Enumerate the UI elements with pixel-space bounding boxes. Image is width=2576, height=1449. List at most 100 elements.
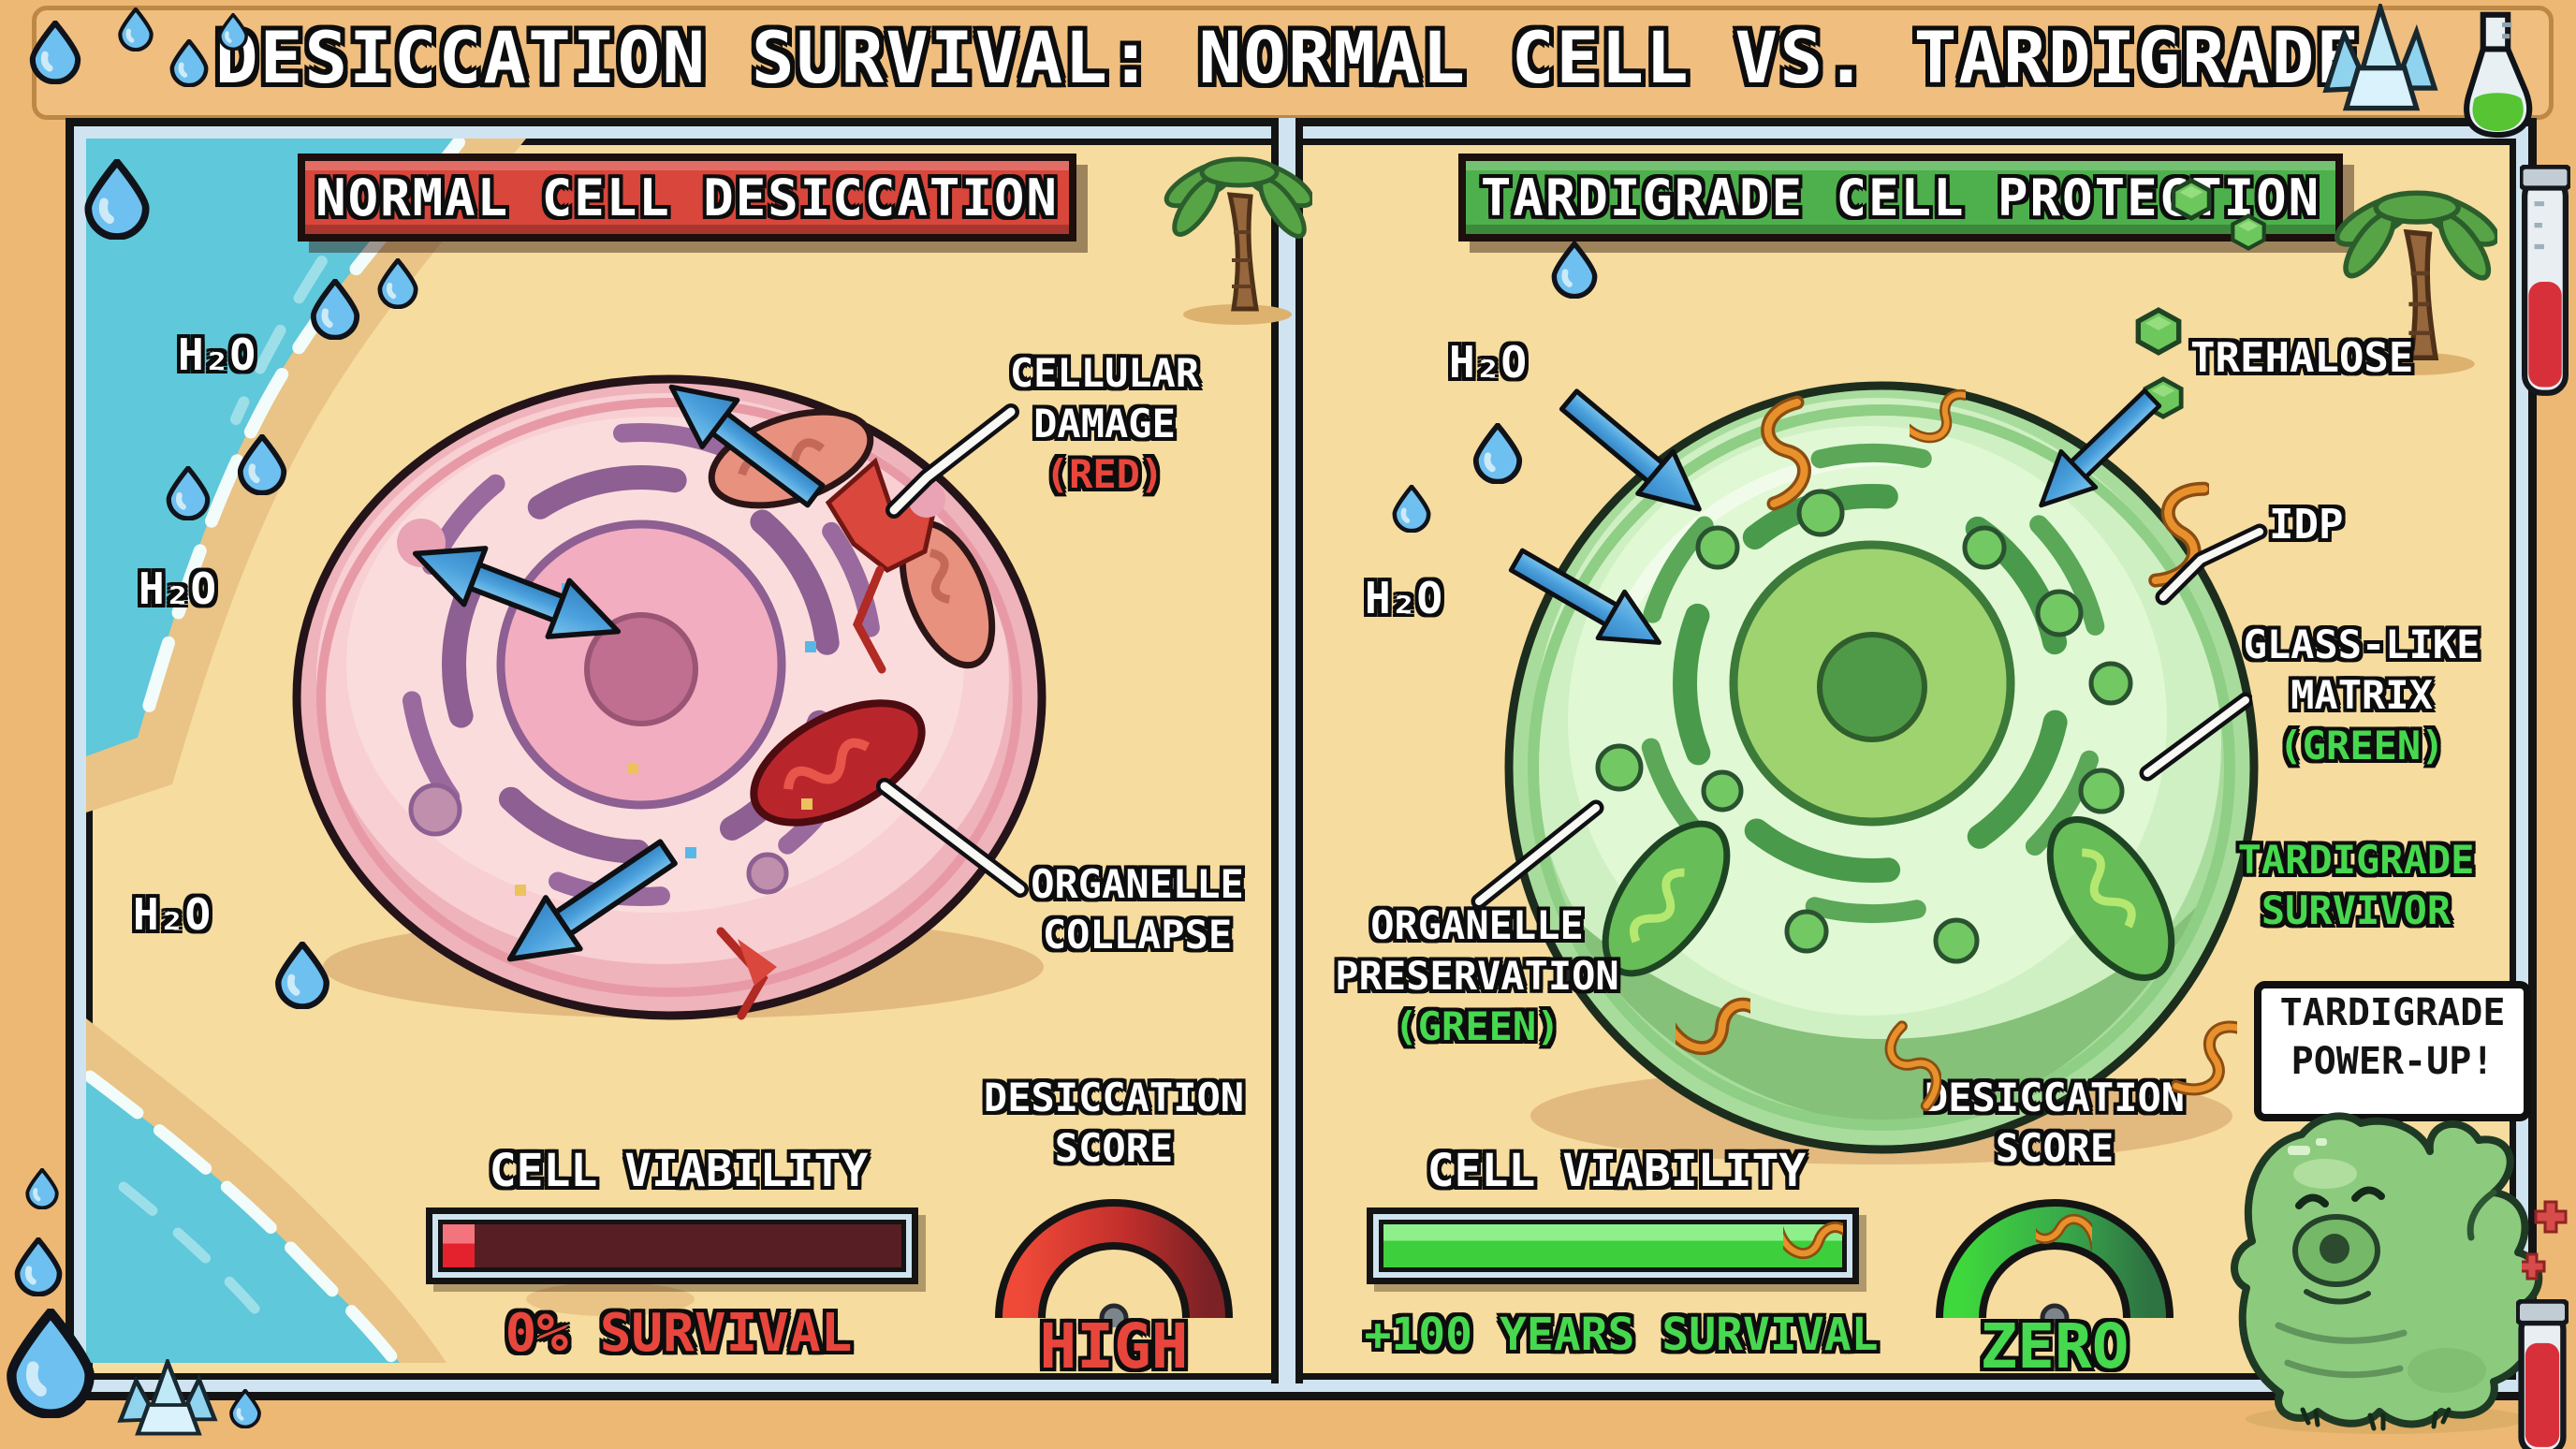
- left-score-title-line2: SCORE: [1054, 1125, 1174, 1171]
- speech-line1: TARDIGRADE: [2279, 991, 2506, 1034]
- speech-bubble: TARDIGRADE POWER-UP!: [2254, 981, 2531, 1121]
- cellular-damage-line2: DAMAGE: [1033, 401, 1176, 446]
- idp-squiggle-icon: [1881, 1020, 1941, 1125]
- water-drop-icon: [165, 466, 212, 520]
- h2o-label: H₂O: [1449, 337, 1528, 388]
- collapsed-organelle: [750, 699, 926, 827]
- tardigrade-cell-diagram: [1504, 381, 2259, 1164]
- right-score-value: ZERO: [1980, 1310, 2130, 1383]
- preservation-line2: PRESERVATION: [1335, 953, 1619, 999]
- glass-matrix-line3: (GREEN): [2278, 723, 2445, 768]
- right-score-title-line2: SCORE: [1995, 1125, 2115, 1171]
- trehalose-hexagon-icon: [2134, 307, 2183, 356]
- left-viability-title: CELL VIABILITY: [489, 1145, 869, 1197]
- survivor-line1: TARDIGRADE: [2237, 837, 2475, 883]
- water-drop-icon: [28, 21, 82, 84]
- idp-squiggle-icon: [1910, 365, 1966, 463]
- water-drop-icon: [309, 279, 361, 340]
- organelle-collapse-label: ORGANELLE COLLAPSE: [1002, 859, 1273, 960]
- cellular-damage-line3: (RED): [1045, 451, 1164, 497]
- right-score-title: DESICCATION SCORE: [1914, 1073, 2195, 1174]
- ice-crystal-icon: [110, 1359, 225, 1438]
- nucleus: [1729, 540, 2015, 827]
- h2o-label: H₂O: [178, 329, 256, 380]
- preservation-line3: (GREEN): [1394, 1003, 1560, 1049]
- water-drop-icon: [13, 1237, 64, 1296]
- specks: [515, 763, 812, 896]
- water-drop-icon: [168, 39, 210, 87]
- h2o-label: H₂O: [1365, 573, 1443, 623]
- left-score-title-line1: DESICCATION: [983, 1075, 1245, 1120]
- panel-divider: [1271, 118, 1303, 1383]
- left-panel-header: NORMAL CELL DESICCATION: [315, 168, 1059, 227]
- gauge-icon: [995, 1199, 1233, 1327]
- water-drop-icon: [376, 258, 419, 309]
- pointer-line: [876, 778, 1029, 898]
- gauge-icon: [1936, 1199, 2174, 1327]
- left-score-value: HIGH: [1039, 1310, 1189, 1383]
- survivor-line2: SURVIVOR: [2261, 887, 2452, 933]
- idp-squiggle-icon: [1783, 1181, 1843, 1286]
- trehalose-granules: [1595, 489, 2133, 964]
- tardigrade-survivor-label: TARDIGRADE SURVIVOR: [2232, 835, 2481, 936]
- mitochondrion: [1602, 820, 1731, 977]
- idp-squiggle-icon: [2036, 1187, 2092, 1285]
- glass-matrix-label: GLASS-LIKE MATRIX (GREEN): [2237, 620, 2486, 771]
- water-drop-icon: [236, 434, 288, 495]
- trehalose-label: TREHALOSE: [2190, 334, 2414, 382]
- water-drop-icon: [217, 13, 249, 51]
- mitochondrion: [2046, 816, 2175, 981]
- right-viability-caption: +100 YEARS SURVIVAL: [1364, 1309, 1879, 1361]
- glass-matrix-line1: GLASS-LIKE: [2243, 622, 2481, 667]
- ice-crystal-icon: [2320, 4, 2441, 114]
- organelle-preservation-label: ORGANELLE PRESERVATION (GREEN): [1318, 900, 1636, 1052]
- test-tube-icon: [2516, 1299, 2569, 1449]
- left-viability-fill: [443, 1224, 476, 1267]
- normal-cell-diagram: [292, 374, 1046, 1020]
- left-panel-header-banner: NORMAL CELL DESICCATION: [298, 154, 1076, 242]
- glass-matrix-line2: MATRIX: [2291, 672, 2433, 718]
- trehalose-hexagon-icon: [2170, 178, 2213, 221]
- left-score-title: DESICCATION SCORE: [973, 1073, 1254, 1174]
- flask-icon: [2464, 11, 2533, 139]
- heart-sparkle-icon: [2522, 1200, 2568, 1281]
- water-drop-icon: [228, 1389, 262, 1428]
- title-bar: [32, 6, 2554, 120]
- right-viability-fill: [1383, 1224, 1842, 1267]
- pointer-line: [2155, 523, 2268, 606]
- idp-label: IDP: [2269, 501, 2344, 549]
- idp-squiggle-icon: [1676, 955, 1750, 1086]
- cell-lower-shade: [1554, 899, 2204, 1123]
- palm-tree-icon: [1163, 139, 1312, 326]
- test-tube-icon: [2520, 165, 2570, 399]
- left-viability-bar: [426, 1208, 918, 1284]
- water-drop-icon: [24, 1168, 60, 1209]
- water-drop-icon: [273, 942, 331, 1009]
- water-drop-icon: [117, 7, 154, 51]
- pointer-line: [1471, 799, 1604, 910]
- h2o-label: H₂O: [139, 564, 217, 614]
- h2o-label: H₂O: [133, 889, 212, 940]
- vesicle: [746, 852, 789, 895]
- water-drop-icon: [4, 1309, 97, 1418]
- trehalose-hexagon-icon: [2230, 213, 2267, 251]
- pointer-line: [886, 403, 1019, 519]
- right-viability-title: CELL VIABILITY: [1427, 1145, 1807, 1197]
- organelle-collapse-line1: ORGANELLE: [1031, 861, 1244, 907]
- speech-line2: POWER-UP!: [2291, 1040, 2495, 1083]
- cellular-damage-line1: CELLULAR: [1009, 350, 1200, 396]
- left-viability-caption: 0% SURVIVAL: [505, 1303, 853, 1364]
- vesicle: [408, 783, 462, 837]
- membrane-crack: [716, 457, 942, 1020]
- idp-squiggle-icon: [1741, 393, 1816, 524]
- organelle-collapse-line2: COLLAPSE: [1042, 912, 1233, 958]
- water-drop-icon: [1550, 242, 1599, 299]
- water-drop-icon: [1391, 485, 1432, 533]
- right-score-title-line1: DESICCATION: [1924, 1075, 2186, 1120]
- water-drop-icon: [1471, 423, 1524, 484]
- cellular-damage-label: CELLULAR DAMAGE (RED): [973, 348, 1236, 500]
- preservation-line1: ORGANELLE: [1370, 902, 1584, 948]
- tardigrade-mascot: [2231, 1112, 2543, 1434]
- pointer-line: [2139, 692, 2252, 782]
